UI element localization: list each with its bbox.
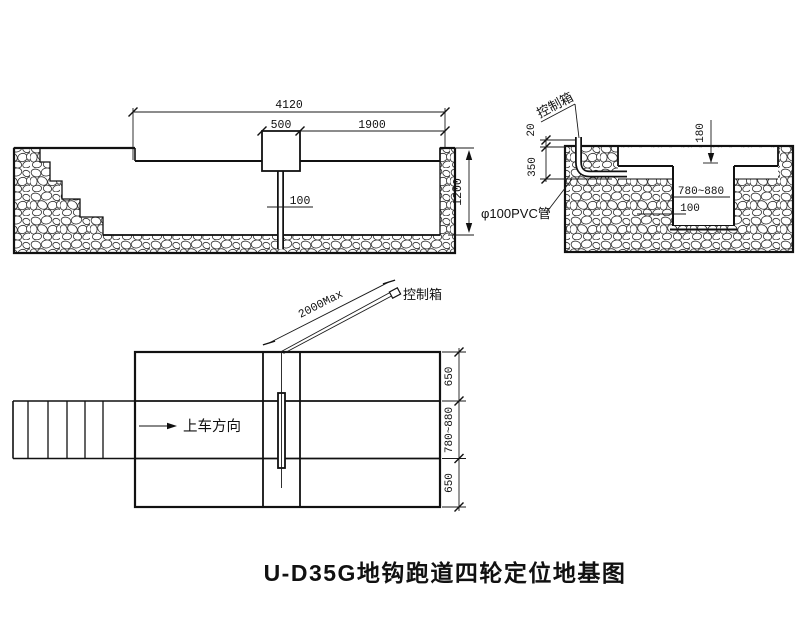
dim-pipe-stub: 20 — [526, 123, 538, 136]
dim-lane-bottom: 650 — [444, 473, 456, 493]
pvc-pipe-label: φ100PVC管 — [481, 206, 551, 221]
dim-trench-width: 780~880 — [678, 186, 724, 198]
dim-overall-length: 4120 — [275, 99, 303, 112]
dim-right-span: 1900 — [358, 119, 386, 132]
control-box-label: 控制箱 — [534, 89, 575, 121]
dim-track-width: 780~880 — [444, 407, 456, 453]
section-cross: 20 350 180 780~880 100 控制箱 φ100PVC管 — [481, 89, 795, 254]
dim-lane-top: 650 — [444, 367, 456, 387]
plan-view: 控制箱 2000Max 上车方向 650 780~880 650 — [12, 275, 466, 513]
runway-outline — [133, 350, 442, 509]
section-longitudinal: 4120 500 1900 100 1200 — [12, 99, 474, 255]
dim-slab-thickness: 100 — [680, 203, 700, 215]
dim-box-width: 500 — [271, 119, 292, 132]
dim-conduit-depth: 350 — [527, 157, 539, 177]
dim-pit-depth: 1200 — [452, 178, 465, 206]
control-box-symbol — [388, 286, 402, 300]
conduit-run — [279, 292, 391, 353]
dim-recess-depth: 180 — [695, 123, 707, 143]
drive-direction-label: 上车方向 — [183, 418, 241, 435]
ground-hatch — [13, 147, 456, 254]
control-box-pedestal — [261, 130, 301, 172]
dim-pipe-diameter: 100 — [290, 195, 311, 208]
drawing-title: U-D35G地钩跑道四轮定位地基图 — [264, 560, 627, 586]
control-box-label: 控制箱 — [403, 287, 442, 302]
